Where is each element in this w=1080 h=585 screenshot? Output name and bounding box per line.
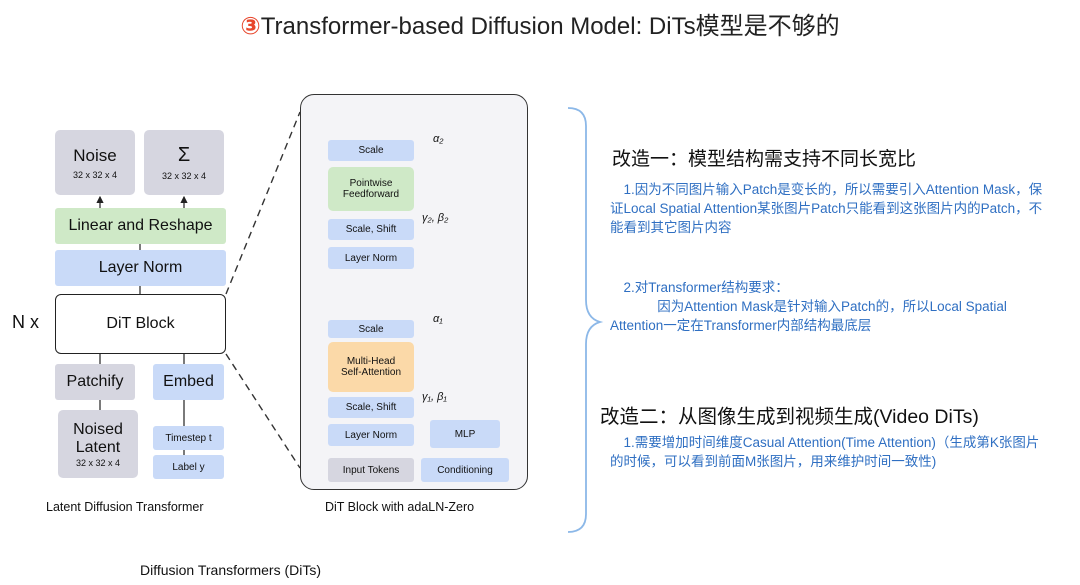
note-paragraph-2b: 因为Attention Mask是针对输入Patch的，所以Local Spat… — [610, 299, 1007, 333]
embed-box: Embed — [153, 364, 224, 400]
note-paragraph-1: 1.因为不同图片输入Patch是变长的，所以需要引入Attention Mask… — [610, 182, 1043, 235]
input-tokens-box: Input Tokens — [328, 458, 414, 482]
dit-block-caption: DiT Block with adaLN-Zero — [325, 500, 475, 514]
layer-norm-top-box: Layer Norm — [328, 247, 414, 269]
scale-top-box: Scale — [328, 140, 414, 161]
latent-diffusion-caption: Latent Diffusion Transformer — [46, 500, 204, 514]
pointwise-feedforward-box: Pointwise Feedforward — [328, 167, 414, 211]
bottom-caption: Diffusion Transformers (DiTs) — [140, 562, 322, 578]
mlp-box: MLP — [430, 420, 500, 448]
multi-head-self-attention-box: Multi-Head Self-Attention — [328, 342, 414, 392]
gamma1-beta1-label: γ₁, β₁ — [422, 391, 447, 403]
sigma-box: Σ 32 x 32 x 4 — [144, 130, 224, 195]
noised-latent-box: Noised Latent 32 x 32 x 4 — [58, 410, 138, 478]
gamma2-beta2-label: γ₂, β₂ — [422, 212, 449, 224]
linear-reshape-box: Linear and Reshape — [55, 208, 226, 244]
note-paragraph-3: 1.需要增加时间维度Casual Attention(Time Attentio… — [610, 435, 1040, 469]
conditioning-box: Conditioning — [421, 458, 509, 482]
page-title: ③Transformer-based Diffusion Model: DiTs… — [0, 6, 1080, 41]
scale-shift-bot-box: Scale, Shift — [328, 397, 414, 418]
dit-block-box: DiT Block — [55, 294, 226, 354]
layer-norm-bot-box: Layer Norm — [328, 424, 414, 446]
patchify-box: Patchify — [55, 364, 135, 400]
scale-shift-top-box: Scale, Shift — [328, 219, 414, 240]
timestep-box: Timestep t — [153, 426, 224, 450]
noise-box: Noise 32 x 32 x 4 — [55, 130, 135, 195]
layer-norm-box: Layer Norm — [55, 250, 226, 286]
title-text: Transformer-based Diffusion Model: DiTs模… — [260, 13, 840, 40]
alpha2-label: α₂ — [433, 133, 444, 145]
title-circle-number: ③ — [240, 13, 261, 40]
note-heading-2: 改造二：从图像生成到视频生成(Video DiTs) — [600, 406, 979, 428]
label-y-box: Label y — [153, 455, 224, 479]
note-paragraph-2a: 2.对Transformer结构要求： — [623, 280, 789, 295]
n-times-label: N x — [12, 312, 39, 332]
note-heading-1: 改造一：模型结构需支持不同长宽比 — [612, 149, 917, 170]
alpha1-label: α₁ — [433, 313, 443, 325]
scale-mid-box: Scale — [328, 320, 414, 338]
